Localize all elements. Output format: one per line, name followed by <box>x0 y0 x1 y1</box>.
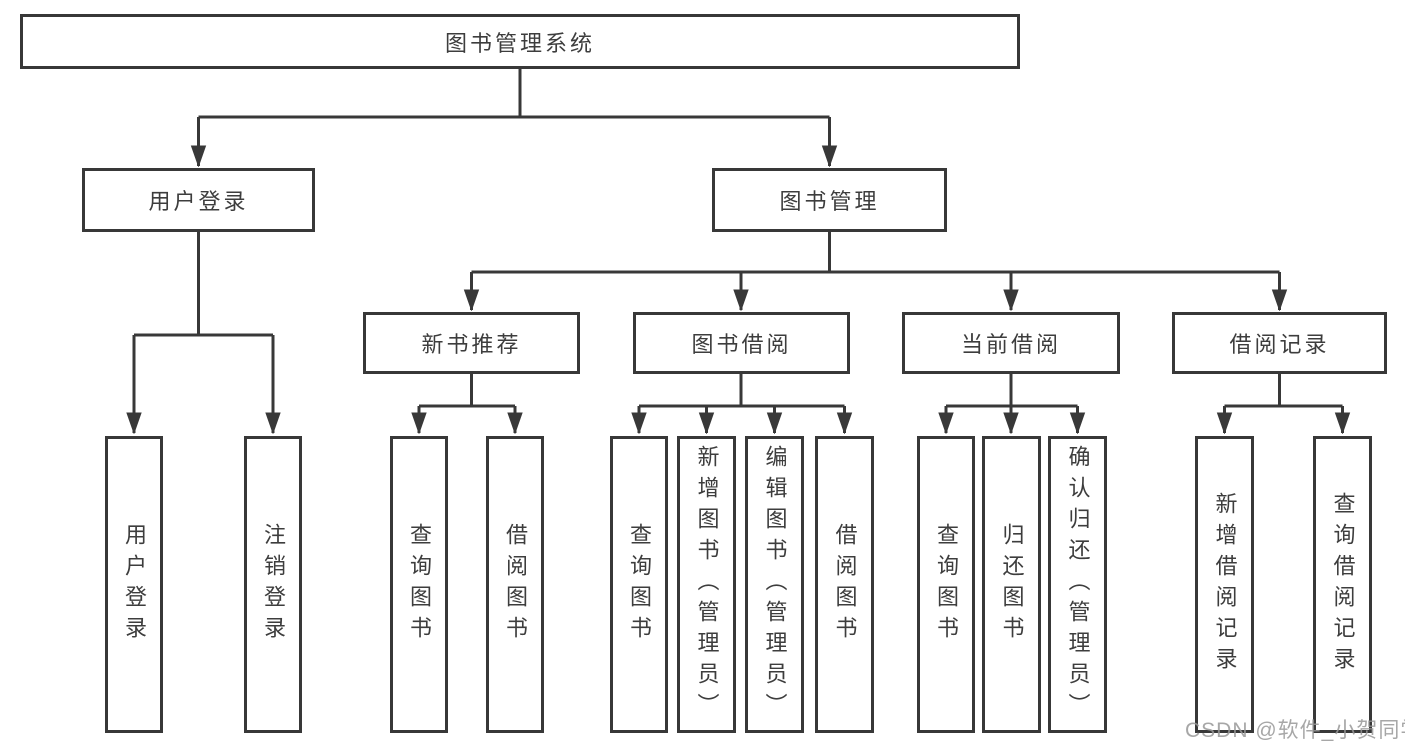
leaf-bb-query-books-label: 查询图书 <box>627 522 652 647</box>
leaf-cb-confirm-return: 确认归还（管理员） <box>1048 436 1107 733</box>
leaf-br-query-record-label: 查询借阅记录 <box>1330 491 1356 678</box>
leaf-br-query-record: 查询借阅记录 <box>1313 436 1372 733</box>
node-root: 图书管理系统 <box>20 14 1020 69</box>
csdn-watermark: CSDN @软件_小贺同学 <box>1185 719 1405 742</box>
node-book-borrowing: 图书借阅 <box>633 312 850 374</box>
leaf-logout: 注销登录 <box>244 436 302 733</box>
leaf-bb-borrow-books-label: 借阅图书 <box>832 522 858 647</box>
node-book-management: 图书管理 <box>712 168 947 232</box>
leaf-user-login-label: 用户登录 <box>122 522 147 647</box>
leaf-nbr-borrow-books: 借阅图书 <box>486 436 544 733</box>
leaf-cb-return-books-label: 归还图书 <box>999 522 1025 647</box>
node-borrowing-records-label: 借阅记录 <box>1229 332 1330 357</box>
node-root-label: 图书管理系统 <box>444 30 595 56</box>
leaf-bb-borrow-books: 借阅图书 <box>815 436 874 733</box>
node-current-borrowing-label: 当前借阅 <box>960 332 1061 357</box>
node-current-borrowing: 当前借阅 <box>902 312 1120 374</box>
leaf-cb-query-books: 查询图书 <box>917 436 975 733</box>
node-user-login-label: 用户登录 <box>148 189 249 214</box>
leaf-user-login: 用户登录 <box>105 436 163 733</box>
node-borrowing-records: 借阅记录 <box>1172 312 1387 374</box>
leaf-br-add-record: 新增借阅记录 <box>1195 436 1254 733</box>
leaf-cb-return-books: 归还图书 <box>982 436 1041 733</box>
leaf-bb-add-books-label: 新增图书（管理员） <box>694 445 720 724</box>
leaf-cb-query-books-label: 查询图书 <box>934 522 959 647</box>
leaf-bb-edit-books: 编辑图书（管理员） <box>745 436 804 733</box>
leaf-bb-edit-books-label: 编辑图书（管理员） <box>762 445 788 724</box>
node-book-borrowing-label: 图书借阅 <box>691 332 792 357</box>
leaf-bb-query-books: 查询图书 <box>610 436 668 733</box>
leaf-br-add-record-label: 新增借阅记录 <box>1212 491 1238 678</box>
leaf-bb-add-books: 新增图书（管理员） <box>677 436 736 733</box>
node-new-book-recommend-label: 新书推荐 <box>421 332 522 357</box>
leaf-cb-confirm-return-label: 确认归还（管理员） <box>1065 445 1091 724</box>
leaf-nbr-borrow-books-label: 借阅图书 <box>503 522 528 647</box>
leaf-nbr-query-books: 查询图书 <box>390 436 448 733</box>
node-user-login: 用户登录 <box>82 168 315 232</box>
node-book-management-label: 图书管理 <box>779 189 880 214</box>
leaf-logout-label: 注销登录 <box>261 522 286 647</box>
node-new-book-recommend: 新书推荐 <box>363 312 580 374</box>
leaf-nbr-query-books-label: 查询图书 <box>407 522 432 647</box>
